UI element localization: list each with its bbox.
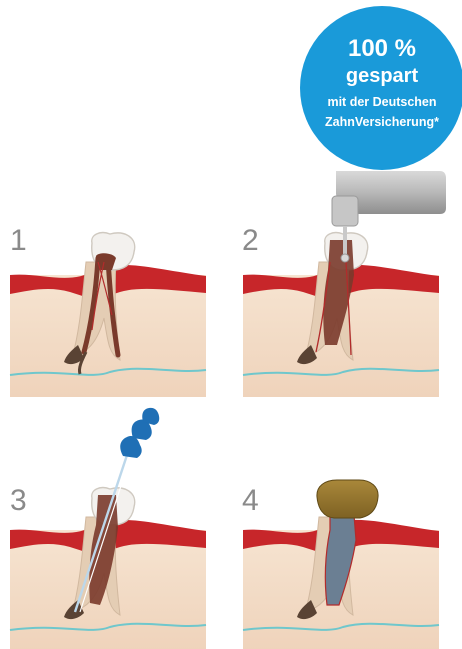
badge-percent: 100 % — [348, 35, 416, 62]
step-number-3: 3 — [10, 484, 27, 517]
badge-line1: mit der Deutschen — [327, 95, 436, 109]
panel-2: 2 — [242, 171, 446, 397]
step-number-4: 4 — [242, 484, 259, 517]
step-number-2: 2 — [242, 224, 259, 257]
badge-word: gespart — [346, 65, 419, 87]
savings-badge: 100 % gespart mit der Deutschen ZahnVers… — [300, 6, 462, 170]
badge-line2: ZahnVersicherung* — [325, 115, 439, 129]
crown — [317, 480, 378, 518]
panel-1: 1 — [10, 224, 206, 397]
panel-3: 3 — [10, 408, 206, 649]
badge-circle — [300, 6, 462, 170]
step-number-1: 1 — [10, 224, 27, 257]
panel-4: 4 — [242, 480, 439, 649]
